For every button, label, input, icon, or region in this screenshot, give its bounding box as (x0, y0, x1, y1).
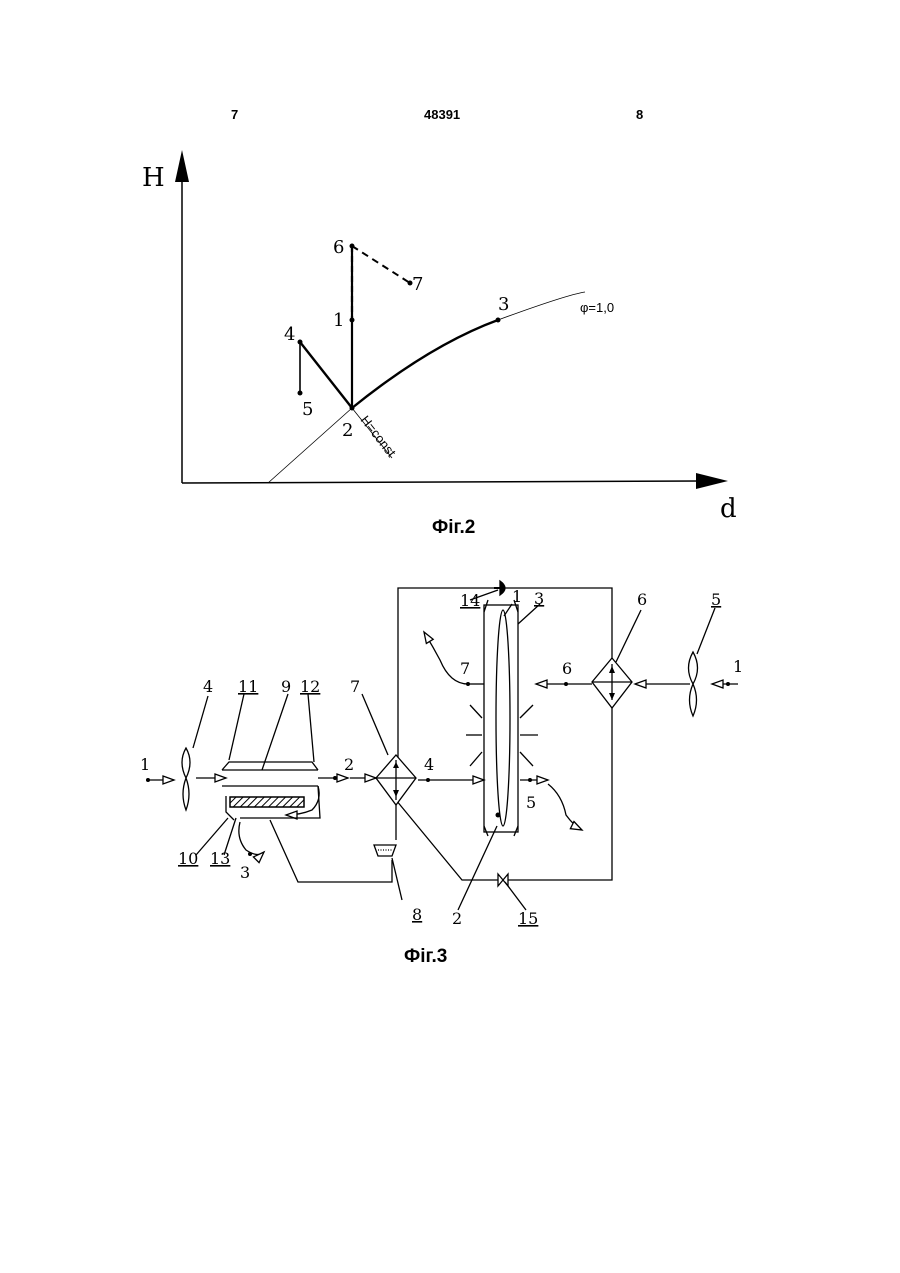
point-2-label: 2 (342, 420, 353, 441)
label-3-out: 3 (240, 863, 250, 882)
label-15: 15 (518, 909, 538, 928)
vertical-duct (484, 605, 518, 832)
label-6-flow: 6 (562, 659, 572, 678)
label-7-hx: 7 (350, 677, 360, 696)
label-4-fan: 4 (203, 677, 213, 696)
process-6-7 (352, 246, 410, 283)
label-9: 9 (281, 677, 291, 696)
x-axis-arrow (696, 473, 728, 489)
point-3-marker (496, 318, 501, 323)
label-5-fan: 5 (711, 590, 721, 609)
label-14: 14 (460, 591, 480, 610)
label-2-tube: 2 (452, 909, 462, 928)
fig2-diagram: H d φ=1,0 H=const 1 2 3 4 5 6 7 Фіг.2 (142, 150, 737, 538)
label-11: 11 (238, 677, 258, 696)
label-13: 13 (210, 849, 230, 868)
y-axis-arrow (175, 150, 189, 182)
point-3-label: 3 (498, 294, 509, 315)
process-2-3 (352, 320, 498, 408)
label-1-tube: 1 (512, 587, 522, 606)
label-1-left: 1 (140, 755, 150, 774)
lower-pipe-line (396, 800, 498, 880)
point-7-label: 7 (412, 274, 423, 295)
label-12: 12 (300, 677, 320, 696)
fan-4 (182, 748, 190, 810)
point-5-label: 5 (302, 399, 313, 420)
label-6-hx: 6 (637, 590, 647, 609)
point-4-marker (298, 340, 303, 345)
chamber-9-top (222, 762, 318, 770)
point-1-marker (350, 318, 355, 323)
evaporator-plate-10 (230, 797, 304, 807)
point-5-marker (298, 391, 303, 396)
h-const-label: H=const (358, 413, 400, 460)
label-5-out: 5 (526, 793, 536, 812)
drain-tray-8 (374, 845, 396, 856)
fig2-caption: Фіг.2 (432, 517, 475, 538)
label-8: 8 (412, 905, 422, 924)
x-axis-line (182, 481, 700, 483)
point-6-marker (350, 244, 355, 249)
x-axis-label: d (720, 494, 737, 524)
label-10: 10 (178, 849, 198, 868)
pump-14-symbol (500, 581, 505, 595)
label-4-flow: 4 (424, 755, 434, 774)
fig3-dots (146, 682, 730, 856)
point-2-marker (350, 406, 355, 411)
label-1-right: 1 (733, 657, 743, 676)
point-4-label: 4 (284, 324, 295, 345)
label-7-out: 7 (460, 659, 470, 678)
y-axis-label: H (142, 163, 165, 193)
point-6-label: 6 (333, 237, 344, 258)
label-3-tube: 3 (534, 589, 544, 608)
label-2-flow: 2 (344, 755, 354, 774)
fig3-labels: 1 4 11 9 12 2 7 4 10 13 3 8 14 1 3 6 5 1… (140, 587, 743, 928)
curve-label: φ=1,0 (580, 300, 614, 315)
point-1-label: 1 (333, 310, 344, 331)
fig3-caption: Фіг.3 (404, 946, 447, 967)
fig3-schematic (146, 581, 738, 910)
saturation-curve-upper (352, 292, 585, 408)
